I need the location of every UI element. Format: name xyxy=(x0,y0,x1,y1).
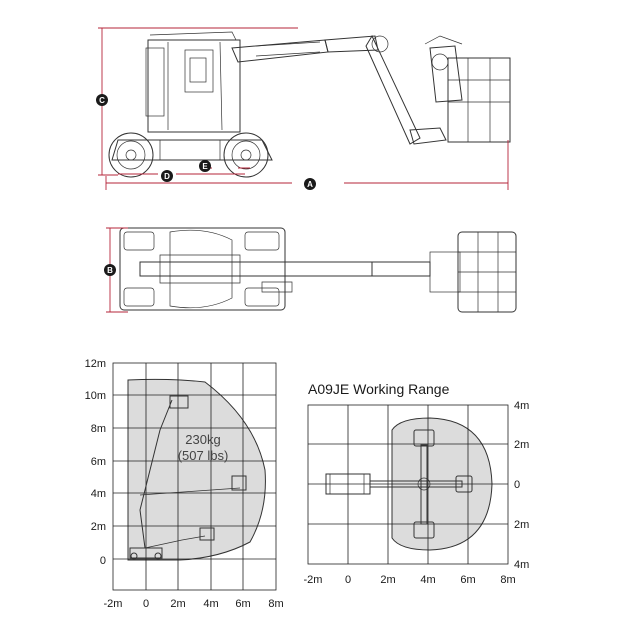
svg-text:B: B xyxy=(107,266,113,275)
svg-text:D: D xyxy=(164,172,170,181)
dimension-badge-e: E xyxy=(199,160,211,172)
x-tick: 0 xyxy=(143,598,149,610)
y-tick: 4m xyxy=(91,488,106,500)
side-view-dimensions xyxy=(98,27,509,190)
y-tick: 8m xyxy=(91,423,106,435)
dimension-badge-d: D xyxy=(161,170,173,182)
x-tick: -2m xyxy=(104,598,123,610)
y-tick: 10m xyxy=(85,390,106,402)
working-range-title: A09JE Working Range xyxy=(308,381,450,397)
y-tick: 2m xyxy=(514,439,529,451)
range-chart: 230kg (507 lbs) 12m 10m 8m 6m 4m 2m 0 -2… xyxy=(85,358,284,610)
y-tick: 2m xyxy=(91,521,106,533)
y-tick: 2m xyxy=(514,519,529,531)
x-tick: 2m xyxy=(170,598,185,610)
load-capacity-kg: 230kg xyxy=(185,432,220,447)
x-tick: 4m xyxy=(203,598,218,610)
range-chart-machine xyxy=(129,395,247,560)
dimension-badge-c: C xyxy=(96,94,108,106)
x-tick: 8m xyxy=(500,574,515,586)
x-tick: 2m xyxy=(380,574,395,586)
svg-text:C: C xyxy=(99,96,105,105)
y-tick: 4m xyxy=(514,559,529,571)
working-range-chart: A09JE Working Range 4m 2m 0 2m 4m -2m 0 … xyxy=(304,381,530,586)
x-tick: 0 xyxy=(345,574,351,586)
y-tick: 12m xyxy=(85,358,106,370)
load-capacity-lbs: (507 lbs) xyxy=(178,448,229,463)
working-range-machine xyxy=(325,429,473,539)
svg-text:E: E xyxy=(202,162,208,171)
y-tick: 0 xyxy=(100,555,106,567)
dimension-badge-a: A xyxy=(304,178,316,190)
top-view xyxy=(119,227,517,313)
x-tick: 6m xyxy=(235,598,250,610)
x-tick: 6m xyxy=(460,574,475,586)
y-tick: 4m xyxy=(514,400,529,412)
side-view xyxy=(108,31,511,178)
y-tick: 6m xyxy=(91,456,106,468)
working-envelope xyxy=(127,378,266,561)
dimension-badge-b: B xyxy=(104,264,116,276)
svg-text:A: A xyxy=(307,180,313,189)
y-tick: 0 xyxy=(514,479,520,491)
x-tick: 4m xyxy=(420,574,435,586)
x-tick: -2m xyxy=(304,574,323,586)
x-tick: 8m xyxy=(268,598,283,610)
